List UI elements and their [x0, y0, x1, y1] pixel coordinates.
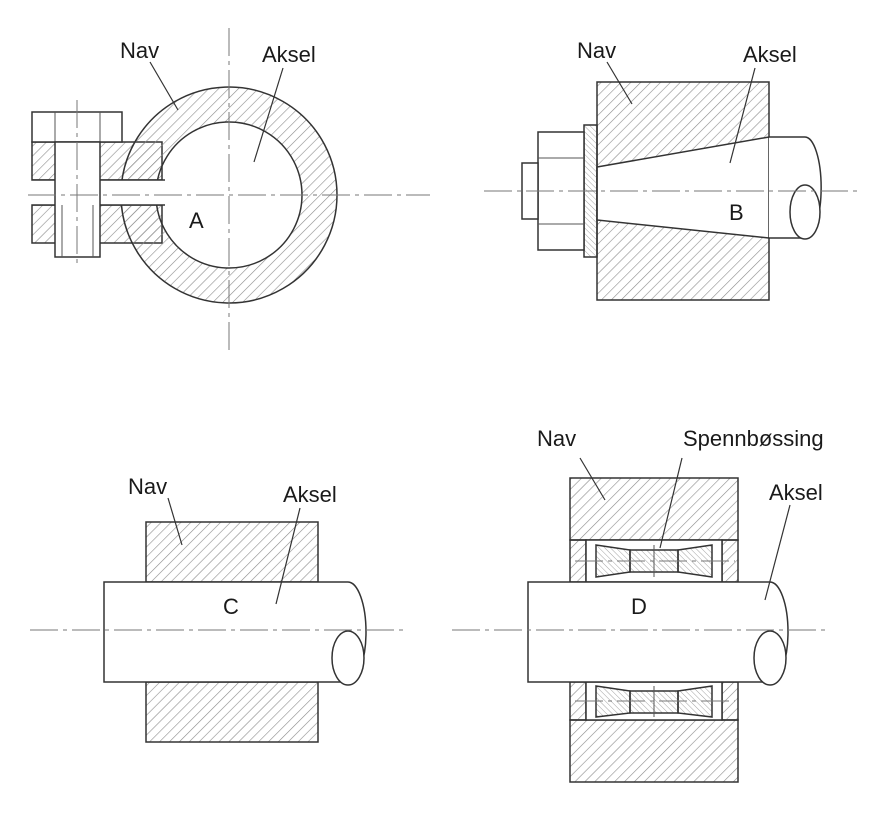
hub-upper-d	[569, 477, 739, 541]
shaft-end-b	[789, 184, 821, 240]
leader-aksel-c	[275, 507, 301, 605]
label-aksel-b: Aksel	[743, 42, 797, 67]
figure-c-press-fit: Nav Aksel C	[30, 474, 405, 743]
label-aksel-c: Aksel	[283, 482, 337, 507]
figure-a-clamp-hub: Nav Aksel A	[28, 28, 430, 352]
leader-aksel-d	[764, 504, 791, 601]
leader-aksel-a	[253, 67, 284, 163]
hub-lower-d	[569, 719, 739, 783]
label-a: A	[189, 208, 204, 233]
figure-b-taper-hub: Nav Aksel B	[484, 38, 860, 301]
label-spennbossing: Spennbøssing	[683, 426, 824, 451]
label-aksel-a: Aksel	[262, 42, 316, 67]
label-nav-c: Nav	[128, 474, 167, 499]
shaft-d	[527, 581, 789, 683]
hub-lower-c	[145, 681, 319, 743]
label-nav-a: Nav	[120, 38, 159, 63]
label-nav-d: Nav	[537, 426, 576, 451]
shaft-end-d	[753, 630, 787, 686]
leader-nav-a	[149, 61, 179, 111]
leader-nav-b	[606, 61, 633, 105]
figure-d-clamping-bushing: Nav Spennbøssing Aksel D	[452, 426, 830, 783]
leader-nav-d	[579, 457, 606, 501]
hub-upper-c	[145, 521, 319, 583]
label-aksel-d: Aksel	[769, 480, 823, 505]
leader-nav-c	[167, 497, 183, 546]
label-b: B	[729, 200, 744, 225]
label-d: D	[631, 594, 647, 619]
leader-spennbossing	[659, 457, 683, 549]
label-nav-b: Nav	[577, 38, 616, 63]
shaft-end-c	[331, 630, 365, 686]
label-c: C	[223, 594, 239, 619]
leader-aksel-b	[729, 67, 756, 164]
